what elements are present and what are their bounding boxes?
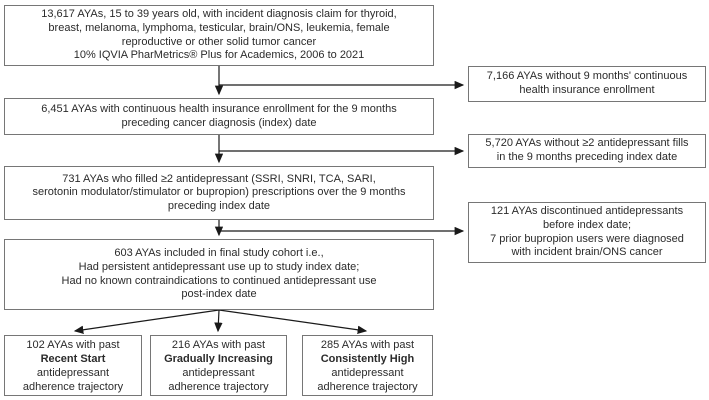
box-text-line: 13,617 AYAs, 15 to 39 years old, with in… xyxy=(41,8,397,21)
box-text-line: 285 AYAs with past xyxy=(320,338,415,351)
box-text-line: adherence trajectory xyxy=(317,380,418,393)
exclusion-box-no-fills: 5,720 AYAs without ≥2 antidepressant fil… xyxy=(468,134,706,168)
box-text-line: before index date; xyxy=(542,218,632,231)
box-text-line: in the 9 months preceding index date xyxy=(496,151,678,163)
box-text-line: Had persistent antidepressant use up to … xyxy=(78,260,360,273)
trajectory-box-recent-start: 102 AYAs with past Recent Start antidepr… xyxy=(4,335,142,396)
box-text-line: 102 AYAs with past xyxy=(26,338,120,351)
cohort-box-continuous-enrollment: 6,451 AYAs with continuous health insura… xyxy=(4,98,434,135)
exclusion-box-discontinued: 121 AYAs discontinued antidepressants be… xyxy=(468,202,706,263)
box-text-line: post-index date xyxy=(181,288,257,301)
cohort-box-initial-population: 13,617 AYAs, 15 to 39 years old, with in… xyxy=(4,5,434,66)
exclusion-box-no-enrollment: 7,166 AYAs without 9 months' continuous … xyxy=(468,66,706,102)
box-text-line: health insurance enrollment xyxy=(519,84,655,96)
box-text-line: adherence trajectory xyxy=(168,380,269,393)
arrow-final-to-recent-start xyxy=(73,309,220,334)
box-text-line: antidepressant xyxy=(182,366,255,379)
box-text-line: breast, melanoma, lymphoma, testicular, … xyxy=(48,21,390,34)
trajectory-box-gradually-increasing: 216 AYAs with past Gradually Increasing … xyxy=(150,335,287,396)
box-text-line: 216 AYAs with past xyxy=(171,338,266,351)
box-text-line: serotonin modulator/stimulator or buprop… xyxy=(32,186,406,199)
box-text-line: 7,166 AYAs without 9 months' continuous xyxy=(486,70,688,83)
box-text-line: 731 AYAs who filled ≥2 antidepressant (S… xyxy=(62,172,376,185)
box-text-line: 121 AYAs discontinued antidepressants xyxy=(490,205,684,218)
box-text-line: preceding index date xyxy=(167,199,271,212)
box-text-line: Had no known contraindications to contin… xyxy=(61,274,377,287)
box-text-line: 603 AYAs included in final study cohort … xyxy=(114,247,324,260)
box-text-line: with incident brain/ONS cancer xyxy=(511,246,663,259)
arrow-final-to-consistently-high xyxy=(218,309,368,334)
box-text-line-bold: Recent Start xyxy=(40,352,106,365)
box-text-line-bold: Consistently High xyxy=(320,352,415,365)
trajectory-box-consistently-high: 285 AYAs with past Consistently High ant… xyxy=(302,335,433,396)
box-text-line: antidepressant xyxy=(331,366,404,379)
box-text-line: adherence trajectory xyxy=(22,380,124,393)
cohort-box-final-cohort: 603 AYAs included in final study cohort … xyxy=(4,239,434,310)
box-text-line: preceding cancer diagnosis (index) date xyxy=(121,116,317,129)
box-text-line: 5,720 AYAs without ≥2 antidepressant fil… xyxy=(485,137,689,150)
box-text-line: reproductive or other solid tumor cancer xyxy=(121,35,317,48)
box-text-line: 10% IQVIA PharMetrics® Plus for Academic… xyxy=(73,49,365,62)
box-text-line: antidepressant xyxy=(36,366,110,379)
box-text-line-bold: Gradually Increasing xyxy=(164,352,273,365)
box-text-line: 7 prior bupropion users were diagnosed xyxy=(490,232,684,245)
arrow-final-to-gradually-increasing xyxy=(214,309,223,333)
cohort-box-antidepressant-fills: 731 AYAs who filled ≥2 antidepressant (S… xyxy=(4,166,434,220)
box-text-line: 6,451 AYAs with continuous health insura… xyxy=(41,102,397,115)
